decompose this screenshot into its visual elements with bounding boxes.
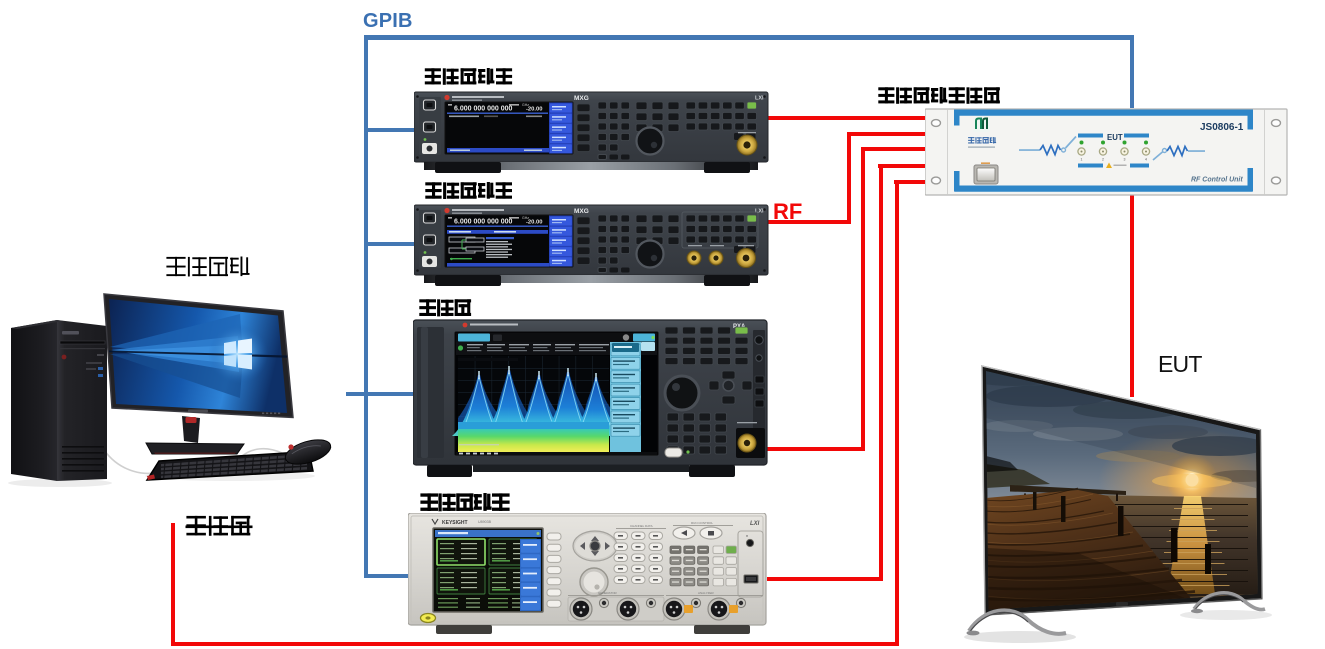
svg-text:6.000 000 000 000: 6.000 000 000 000 — [454, 106, 512, 113]
svg-text:RUN CONTROL: RUN CONTROL — [691, 521, 713, 525]
svg-text:GHz: GHz — [522, 103, 529, 107]
svg-text:4: 4 — [1145, 158, 1147, 162]
svg-text:GENERATOR: GENERATOR — [598, 591, 618, 595]
svg-text:n: n — [746, 533, 748, 538]
svg-text:LXI: LXI — [750, 521, 760, 527]
svg-text:KEYSIGHT: KEYSIGHT — [442, 520, 468, 526]
svg-text:CHANNEL DATA: CHANNEL DATA — [630, 524, 653, 528]
svg-text:ANALYZER: ANALYZER — [698, 591, 714, 595]
svg-text:RF Control Unit: RF Control Unit — [1191, 177, 1243, 184]
svg-text:-20.00: -20.00 — [526, 107, 542, 113]
svg-text:LXI: LXI — [755, 96, 764, 102]
svg-text:GHz: GHz — [522, 216, 529, 220]
svg-text:3: 3 — [1124, 158, 1126, 162]
svg-text:MXG: MXG — [574, 95, 589, 102]
svg-text:LXI: LXI — [755, 209, 764, 215]
svg-text:U8903B: U8903B — [478, 520, 492, 524]
svg-text:-20.00: -20.00 — [526, 220, 542, 226]
svg-text:1: 1 — [1081, 158, 1083, 162]
svg-text:2: 2 — [1102, 158, 1104, 162]
svg-text:JS0806-1: JS0806-1 — [1200, 122, 1244, 133]
svg-text:6.000 000 000 000: 6.000 000 000 000 — [454, 219, 512, 226]
svg-text:EUT: EUT — [1107, 133, 1123, 142]
svg-text:MXG: MXG — [574, 208, 589, 215]
